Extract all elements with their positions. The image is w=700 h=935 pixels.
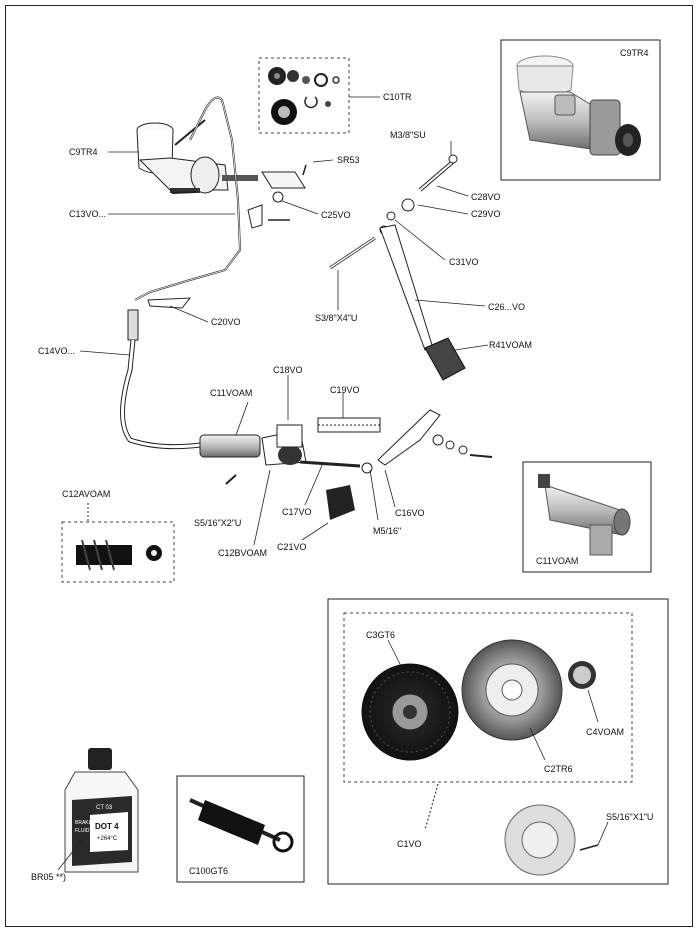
label-c13vo: C13VO...	[69, 209, 107, 219]
label-c9tr4: C9TR4	[69, 147, 98, 157]
clutch-kit-box	[327, 598, 669, 885]
label-c10tr: C10TR	[383, 92, 412, 102]
label-c11voam-photo: C11VOAM	[536, 556, 579, 566]
label-c29vo: C29VO	[471, 209, 501, 219]
brake-fluid-bottle-br05	[57, 748, 139, 873]
label-c12bvoam: C12BVOAM	[218, 548, 268, 558]
hose-c14vo	[79, 297, 209, 450]
alignment-tool-c100gt6	[176, 775, 305, 883]
label-s516x1u: S5/16"X1"U	[606, 812, 654, 822]
label-c17vo: C17VO	[282, 507, 312, 517]
seal-kit-c10tr	[258, 57, 380, 134]
label-c12avoam: C12AVOAM	[62, 489, 111, 499]
label-c3gt6: C3GT6	[366, 630, 396, 640]
clevis-assembly	[171, 159, 334, 229]
label-m516: M5/16"	[373, 526, 402, 536]
label-c28vo: C28VO	[471, 192, 501, 202]
boot-kit-c12avoam	[61, 503, 175, 583]
label-c21vo: C21VO	[277, 542, 307, 552]
label-c100gt6: C100GT6	[189, 866, 229, 876]
label-c14vo: C14VO...	[38, 346, 76, 356]
c11voam-photo	[522, 461, 652, 573]
label-s38x4u: S3/8"X4"U	[315, 313, 358, 323]
c9tr4-photo	[500, 39, 661, 181]
bottle-brand: CT 03	[96, 805, 113, 811]
bottle-spec: DOT 4	[95, 822, 119, 831]
label-c16vo: C16VO	[395, 508, 425, 518]
label-c4voam: C4VOAM	[586, 727, 625, 737]
master-cylinder-c9tr4	[108, 119, 258, 194]
label-c11voam: C11VOAM	[210, 388, 253, 398]
label-sr53: SR53	[337, 155, 360, 165]
label-m38su: M3/8"SU	[390, 130, 426, 140]
label-s516x2u: S5/16"X2"U	[194, 518, 242, 528]
label-br05: BR05 **)	[31, 872, 67, 882]
label-c2tr6: C2TR6	[544, 764, 573, 774]
label-c1vo: C1VO	[397, 839, 422, 849]
hydraulic-pipe-c13vo	[108, 96, 242, 301]
bottle-line2: FLUID	[75, 828, 90, 834]
label-c31vo: C31VO	[449, 257, 479, 267]
clutch-pedal-assembly	[329, 141, 489, 381]
label-c18vo: C18VO	[273, 365, 303, 375]
bottle-temp: +264°C	[97, 836, 118, 842]
label-c9tr4-photo: C9TR4	[620, 48, 649, 58]
label-c20vo: C20VO	[211, 317, 241, 327]
label-c25vo: C25VO	[321, 210, 351, 220]
slave-cylinder-assembly	[199, 375, 493, 546]
page-frame	[5, 5, 693, 927]
bottle-line1: BRAKE	[75, 820, 92, 826]
label-c26vo: C26...VO	[488, 302, 526, 312]
label-c19vo: C19VO	[330, 385, 360, 395]
label-r41voam: R41VOAM	[489, 340, 533, 350]
